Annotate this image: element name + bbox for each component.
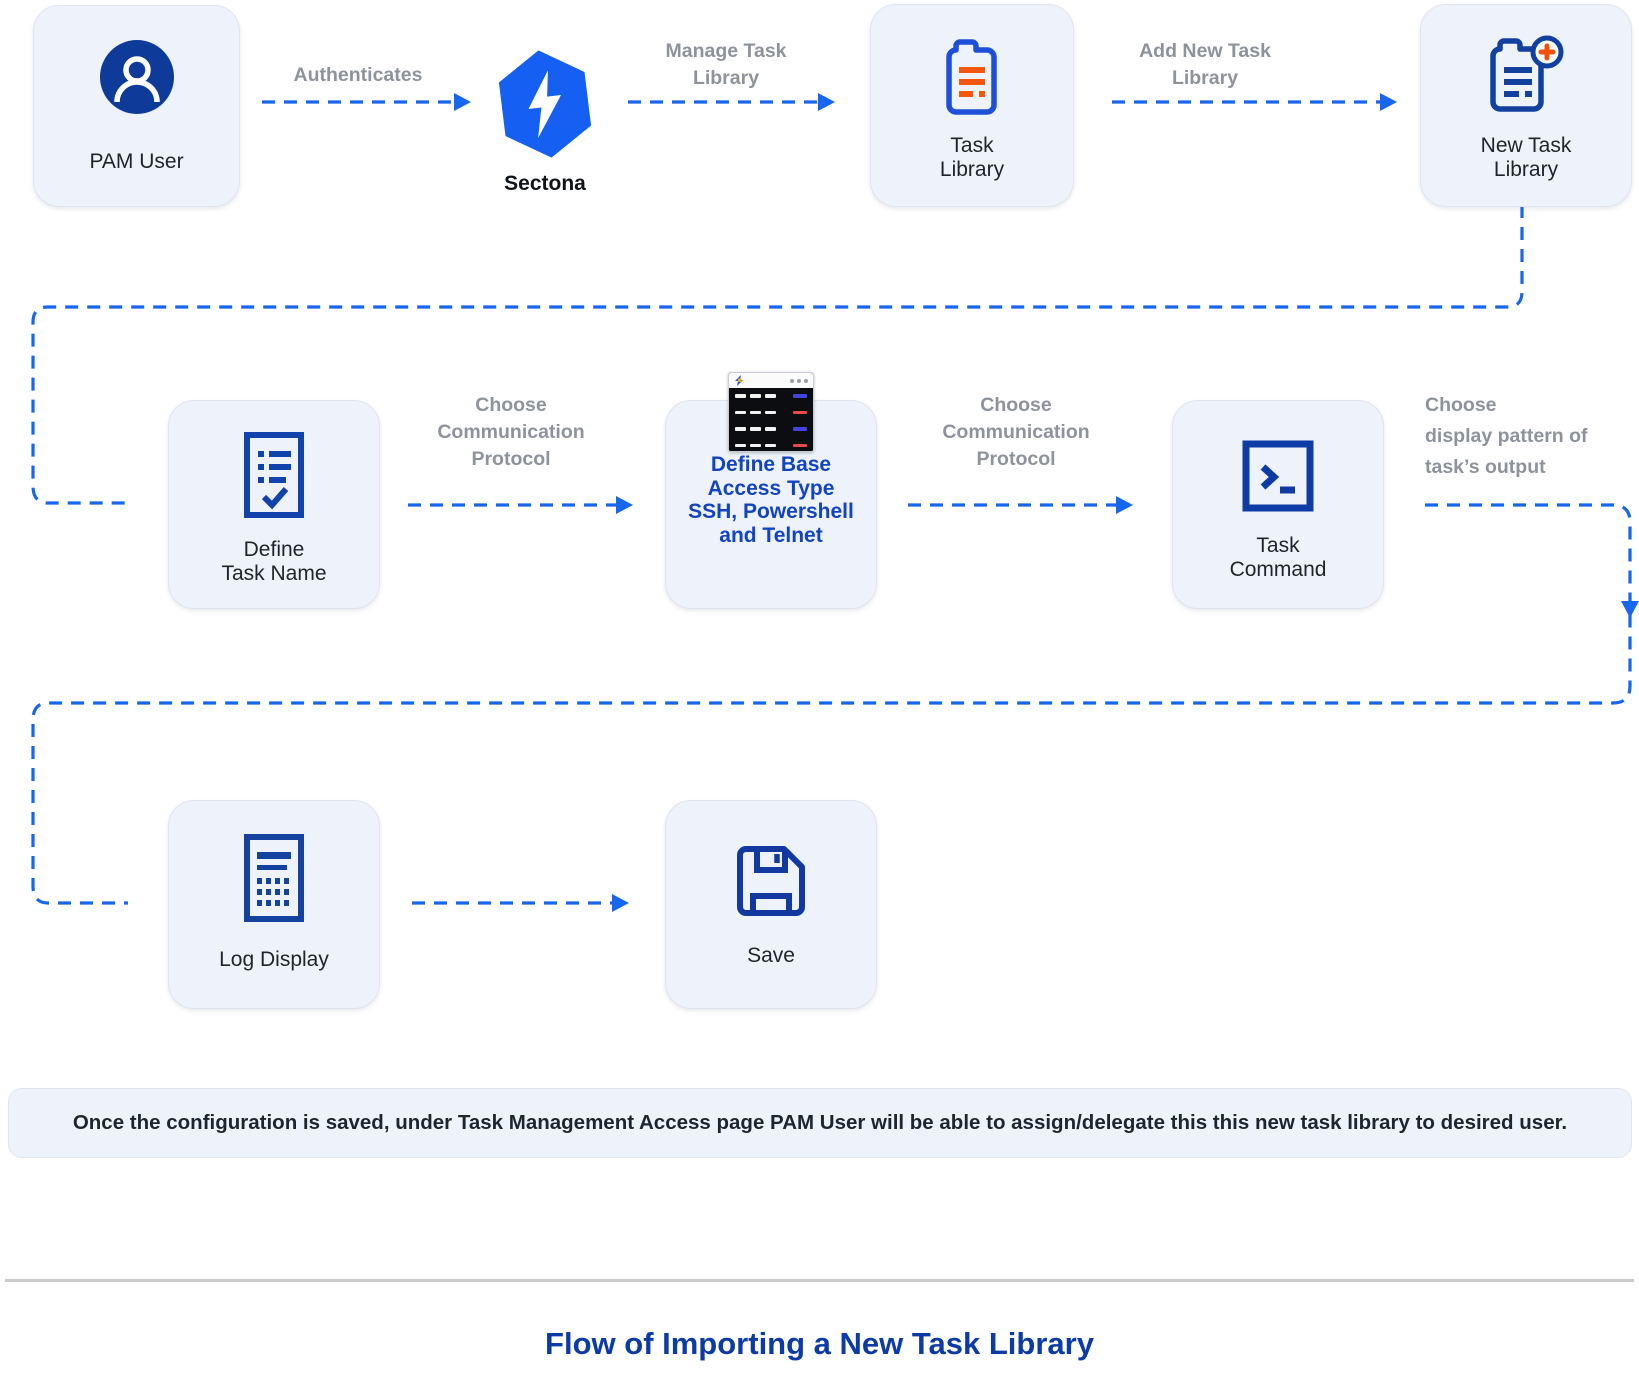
arrowhead: [454, 93, 471, 111]
terminal-window-icon: [728, 372, 814, 452]
hexagon-lightning-bolt-icon: [490, 44, 600, 163]
arrow-label-authenticates: Authenticates: [293, 64, 423, 86]
arrowhead: [616, 496, 633, 514]
node-label: Task Command: [1229, 534, 1327, 581]
arrow-label-choose-display-pattern: Choose display pattern of task’s output: [1425, 394, 1588, 478]
node-save: Save: [665, 800, 877, 1009]
node-label: New Task Library: [1480, 134, 1572, 181]
checklist-icon: [242, 431, 306, 524]
log-grid-icon: [242, 833, 306, 928]
arrowhead: [1380, 93, 1397, 111]
document-add-icon: [1483, 33, 1569, 120]
node-label: Log Display: [219, 948, 329, 971]
command-prompt-icon: [1239, 437, 1317, 520]
floppy-disk-icon: [730, 839, 812, 926]
node-pam-user: PAM User: [33, 5, 240, 207]
arrowhead: [1621, 601, 1639, 618]
document-lines-icon: [941, 37, 1003, 122]
node-new-task-library: New Task Library: [1420, 4, 1632, 207]
footer-divider: [5, 1279, 1634, 1282]
arrow-label-choose-protocol-1: Choose Communication Protocol: [437, 394, 585, 470]
node-task-library: Task Library: [870, 4, 1074, 207]
arrowhead: [818, 93, 835, 111]
node-label: Define Base Access Type SSH, Powershell …: [688, 453, 854, 547]
diagram-title: Flow of Importing a New Task Library: [545, 1326, 1094, 1361]
node-task-command: Task Command: [1172, 400, 1384, 609]
note-text: Once the configuration is saved, under T…: [72, 1111, 1568, 1134]
node-label: Save: [747, 944, 795, 967]
arrow-label-add-new-task-library: Add New Task Library: [1139, 40, 1271, 89]
arrowhead: [1116, 496, 1133, 514]
node-label: Task Library: [939, 134, 1005, 181]
window-dots-icon: [790, 378, 808, 383]
brand-name: Sectona: [504, 172, 586, 195]
note-box: Once the configuration is saved, under T…: [8, 1088, 1632, 1158]
node-define-base-access: Define Base Access Type SSH, Powershell …: [665, 372, 877, 609]
terminal-app-glyph: [735, 375, 743, 386]
arrow-label-manage-task-library: Manage Task Library: [665, 40, 787, 89]
arrow-label-choose-protocol-2: Choose Communication Protocol: [942, 394, 1090, 470]
sectona-logo: Sectona: [496, 50, 594, 195]
node-define-task-name: Define Task Name: [168, 400, 380, 609]
user-icon: [99, 40, 174, 119]
node-label: Define Task Name: [221, 538, 327, 585]
node-log-display: Log Display: [168, 800, 380, 1009]
arrowhead: [612, 894, 629, 912]
node-label: PAM User: [89, 150, 184, 173]
